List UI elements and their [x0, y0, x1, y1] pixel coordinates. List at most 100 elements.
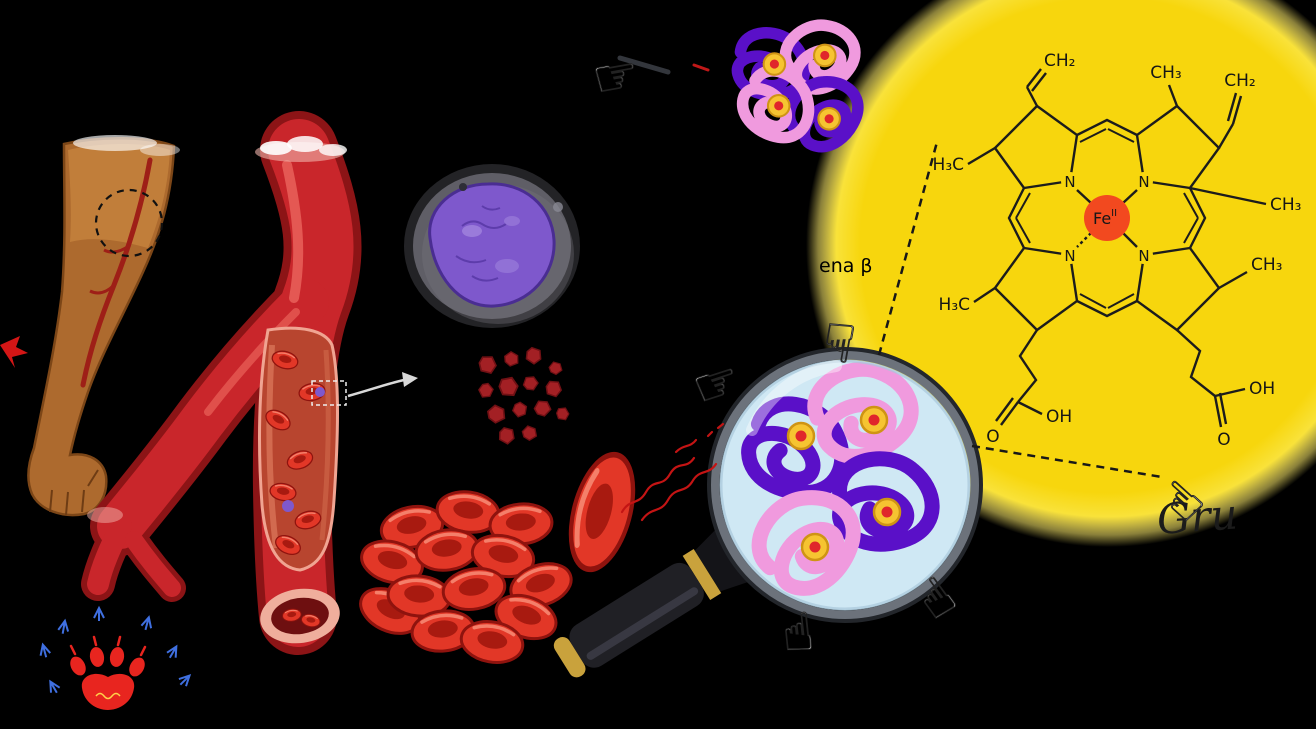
paw-toe — [109, 647, 125, 667]
blue-mark — [175, 671, 195, 690]
cell-highlight — [462, 225, 482, 237]
handle-grip — [569, 562, 704, 668]
blue-mark — [139, 615, 155, 633]
cell-texture — [455, 205, 507, 282]
methyl-label: H₃C — [939, 295, 970, 315]
methyl-label: CH₃ — [1270, 195, 1301, 215]
hydroxyl-label: OH — [1249, 379, 1275, 399]
pen-icon — [617, 55, 671, 75]
beta-chain-label: ena β — [819, 255, 873, 277]
pointing-hand-icon: ☞ — [588, 44, 644, 111]
nitrogen-label: N — [1064, 247, 1075, 265]
paw-print-icon — [69, 635, 147, 710]
heme-disc — [800, 532, 830, 562]
methine-bridge-left — [1007, 187, 1026, 249]
blue-mark — [37, 642, 53, 660]
vinyl-label: CH₂ — [1044, 51, 1075, 71]
cell-body — [428, 182, 556, 308]
puncture-site-dashed-circle — [94, 188, 164, 258]
red-tick-mark — [692, 63, 710, 72]
vessel-tear-fringe — [87, 507, 123, 523]
carbonyl-oxygen-label: O — [986, 427, 999, 447]
lens-sheen — [746, 360, 842, 436]
platelet — [543, 377, 565, 400]
vessel-open-end — [260, 588, 340, 644]
leukocyte-cell — [404, 164, 580, 328]
arrowhead — [402, 372, 418, 387]
platelet — [546, 359, 565, 377]
paw-pad — [81, 673, 135, 710]
heme-disc — [859, 405, 889, 435]
vessel-highlight — [204, 308, 300, 416]
red-blood-cell-pile — [351, 486, 579, 669]
lens-rim — [710, 350, 980, 620]
platelet — [495, 424, 519, 447]
nitrogen-label: N — [1064, 173, 1075, 191]
hydroxyl-label: OH — [1046, 407, 1072, 427]
heme-group-label: Gru — [1155, 489, 1239, 544]
blood-vessel — [81, 111, 418, 655]
upper-arm-highlight — [68, 144, 170, 248]
lens-inner-ring — [719, 359, 971, 611]
nitrogen-label: N — [1138, 247, 1149, 265]
platelet — [476, 381, 496, 400]
substituent-bonds — [967, 68, 1267, 428]
platelet — [502, 349, 521, 368]
platelet — [510, 399, 531, 420]
pyrrole-ring-ne — [1135, 104, 1221, 190]
zoom-dashed-rect — [311, 380, 347, 406]
handle-gold-band — [682, 549, 722, 601]
platelet — [554, 405, 571, 422]
heme-disc — [817, 107, 841, 131]
pyrrole-ring-sw — [993, 246, 1079, 332]
small-dark-dot — [459, 183, 467, 191]
leukocyte-dot — [315, 387, 325, 397]
heme-disc — [813, 43, 837, 68]
iron-symbol: Fe — [1093, 209, 1111, 228]
heme-disc — [766, 94, 791, 118]
arm-vein — [80, 157, 153, 388]
blue-mark — [45, 678, 63, 697]
methine-bridge-top — [1076, 118, 1138, 137]
magnifying-glass — [553, 347, 983, 678]
methine-bridge-right — [1188, 187, 1207, 249]
paw-toe — [89, 647, 105, 667]
blue-mark — [164, 643, 182, 662]
blue-mark — [93, 607, 105, 622]
heme-structural-formula — [967, 68, 1267, 428]
iron-oxidation-state: II — [1111, 208, 1117, 219]
leukocyte-dot — [282, 500, 294, 512]
pointing-hand-icon: ☝ — [779, 602, 817, 665]
finger-lines — [49, 469, 99, 516]
iron-label: FeII — [1093, 208, 1117, 228]
window-streak — [266, 344, 279, 549]
platelet — [476, 352, 500, 376]
zoom-dashed-line — [877, 141, 939, 356]
vessel-window — [258, 326, 347, 572]
blue-mark — [56, 619, 71, 636]
vessel-highlight — [282, 160, 304, 303]
vinyl-label: CH₂ — [1224, 71, 1255, 91]
iron-center-circle — [1084, 195, 1130, 241]
handle-highlight — [586, 587, 699, 660]
heme-disc — [786, 421, 816, 451]
red-arrow-marker — [0, 336, 28, 368]
methine-bridge-bottom — [1076, 299, 1138, 318]
handle-gold-tip — [553, 637, 586, 678]
nitrogen-masks — [1061, 172, 1153, 264]
nitrogen-label: N — [1138, 173, 1149, 191]
platelet — [497, 374, 520, 398]
window-streak — [319, 349, 331, 541]
arm-illustration — [27, 135, 180, 517]
paw-claws — [69, 635, 147, 657]
window-arrow — [347, 372, 418, 398]
platelet — [520, 372, 541, 394]
arm-vein-branch — [103, 243, 131, 254]
vessel-cut-fringe — [319, 144, 347, 156]
vessel-cut-fringe — [287, 136, 323, 152]
carbonyl-oxygen-label: O — [1217, 430, 1230, 450]
pyrrole-ring-nw — [993, 104, 1079, 190]
hemoglobin-molecule-small — [730, 14, 871, 158]
